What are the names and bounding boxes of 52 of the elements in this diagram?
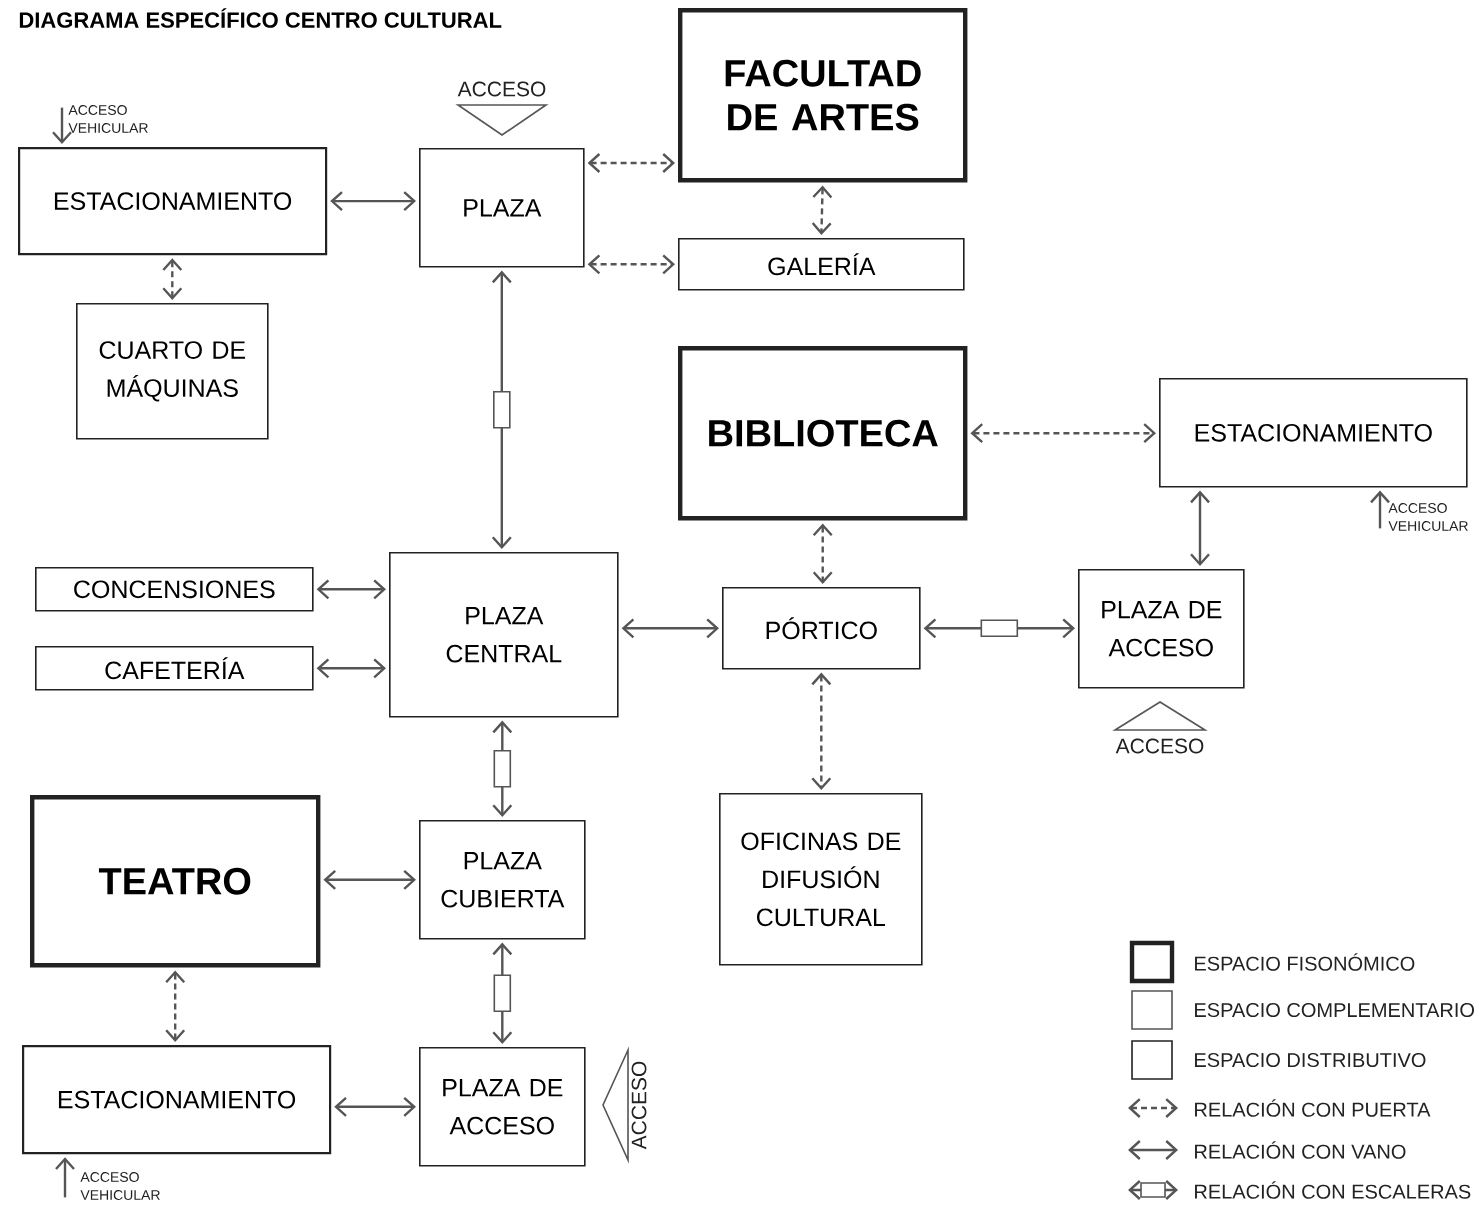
access-label: ACCESO (457, 81, 546, 97)
space-box: PLAZA CUBIERTA (419, 820, 586, 940)
arrow (491, 270, 512, 549)
space-box: PÓRTICO (722, 587, 921, 670)
access-label: ACCESO VEHICULAR (68, 105, 148, 133)
arrow (492, 942, 513, 1044)
arrow (55, 1157, 75, 1198)
arrow (923, 618, 1075, 639)
legend-text: ESPACIO DISTRIBUTIVO (1195, 1052, 1426, 1068)
access-label: ACCESO (1115, 738, 1204, 754)
space-box: CUARTO DE MÁQUINAS (76, 303, 269, 440)
space-box: PLAZA DE ACCESO (419, 1047, 586, 1167)
space-box: BIBLIOTECA (678, 346, 968, 521)
space-box: ESTACIONAMIENTO (18, 147, 328, 256)
space-box: ESTACIONAMIENTO (22, 1045, 332, 1155)
title: DIAGRAMA ESPECÍFICO CENTRO CULTURAL (19, 8, 502, 28)
access-label: ACCESO (631, 1061, 647, 1150)
space-box: GALERÍA (678, 238, 965, 291)
arrow (587, 254, 675, 275)
legend-text: RELACIÓN CON VANO (1195, 1141, 1406, 1159)
space-box: PLAZA DE ACCESO (1078, 569, 1245, 689)
legend-text: RELACIÓN CON PUERTA (1195, 1099, 1431, 1117)
arrow (1370, 490, 1390, 529)
space-box: TEATRO (30, 795, 321, 968)
space-box: CAFETERÍA (35, 646, 314, 691)
access-label: ACCESO VEHICULAR (80, 1172, 160, 1200)
arrow (621, 618, 719, 639)
arrow (162, 258, 183, 300)
arrow (52, 107, 72, 144)
space-box: PLAZA (419, 148, 585, 268)
arrow (165, 970, 186, 1042)
legend-text: ESPACIO COMPLEMENTARIO (1195, 1002, 1474, 1018)
arrow (330, 191, 416, 211)
arrow (316, 658, 386, 679)
space-box: PLAZA CENTRAL (389, 552, 619, 718)
access-label: ACCESO VEHICULAR (1388, 503, 1468, 531)
arrow (811, 672, 832, 790)
arrow (334, 1096, 416, 1117)
legend-text: ESPACIO FISONÓMICO (1195, 953, 1415, 971)
arrow (812, 523, 833, 584)
arrow (587, 153, 675, 173)
legend-text: RELACIÓN CON ESCALERAS (1195, 1181, 1471, 1199)
arrow (970, 423, 1156, 444)
arrow (323, 869, 416, 890)
arrow (316, 579, 386, 600)
arrow (492, 720, 513, 817)
arrow (1190, 490, 1210, 566)
space-box: OFICINAS DE DIFUSIÓN CULTURAL (719, 793, 923, 966)
arrow (811, 185, 833, 235)
space-box: CONCENSIONES (35, 567, 314, 612)
space-box: FACULTAD DE ARTES (678, 8, 968, 183)
space-box: ESTACIONAMIENTO (1159, 378, 1468, 488)
